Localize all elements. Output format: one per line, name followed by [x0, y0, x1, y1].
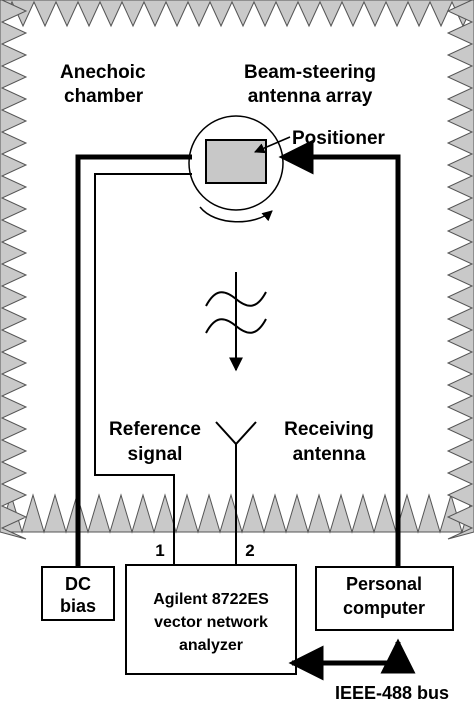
dc-bias-label-1: DC: [65, 574, 91, 594]
port-2-label: 2: [245, 541, 254, 560]
dc-bias-cable: [75, 154, 192, 567]
pc-box: [315, 566, 454, 631]
vna-label-3: analyzer: [179, 637, 243, 654]
vna-label-1: Agilent 8722ES: [153, 591, 269, 608]
pc-label-1: Personal: [346, 574, 422, 594]
reference-label-1: Reference: [109, 419, 201, 440]
antenna-array-box: [205, 139, 267, 184]
absorber-left: [0, 0, 28, 540]
positioner-control-cable: [278, 139, 401, 567]
reference-label-2: signal: [128, 444, 183, 465]
positioner-label: Positioner: [292, 128, 386, 149]
receiving-label-2: antenna: [293, 444, 366, 465]
bus-label: IEEE-488 bus: [335, 683, 449, 703]
vna-box: [125, 564, 297, 675]
pc-label-2: computer: [343, 598, 425, 618]
port-1-label: 1: [155, 541, 164, 560]
array-label-2: antenna array: [248, 86, 373, 107]
absorber-walls: [0, 0, 474, 540]
chamber-label-1: Anechoic: [60, 62, 146, 83]
dc-bias-label-2: bias: [60, 596, 96, 616]
absorber-top: [0, 0, 474, 28]
absorber-right: [446, 0, 474, 540]
rotation-arrow: [199, 206, 273, 223]
vna-label-2: vector network: [154, 614, 268, 631]
chamber-label-2: chamber: [64, 86, 144, 107]
ieee488-bus: [288, 638, 416, 681]
reference-signal-cable: [94, 173, 192, 565]
receiving-label-1: Receiving: [284, 419, 374, 440]
receiving-antenna: [215, 421, 257, 565]
dc-bias-box: [41, 566, 115, 621]
array-label-1: Beam-steering: [244, 62, 376, 83]
